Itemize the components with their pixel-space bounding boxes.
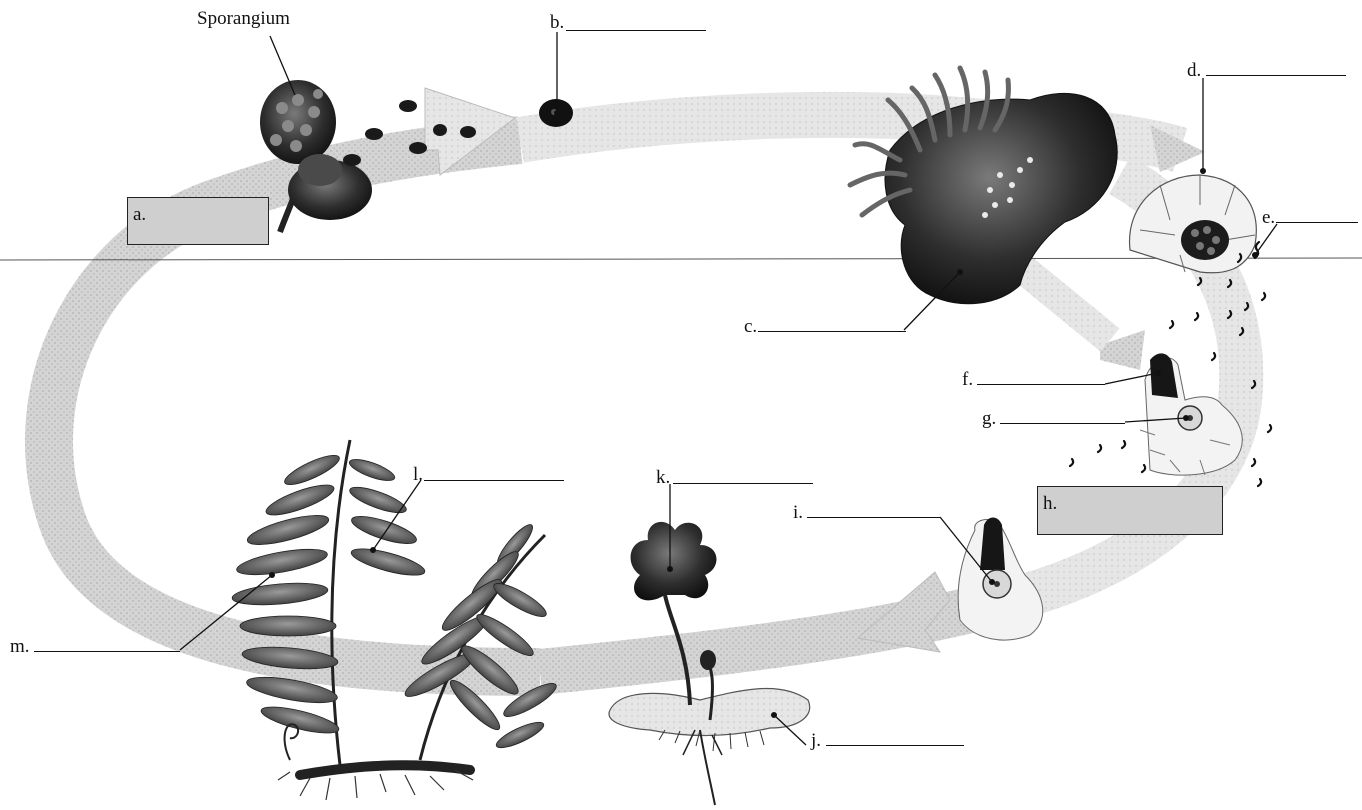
- blank-i: [807, 517, 941, 518]
- blank-d: [1206, 75, 1346, 76]
- label-c: c.: [744, 316, 757, 338]
- sporangium-label: Sporangium: [197, 8, 290, 30]
- blank-m: [34, 651, 180, 652]
- blank-k: [673, 483, 813, 484]
- label-b: b.: [550, 12, 564, 34]
- label-box-a: a.: [127, 197, 269, 245]
- blank-l: [424, 480, 564, 481]
- blank-c: [758, 331, 906, 332]
- mature-fern-illustration: [231, 440, 560, 800]
- label-box-h: h.: [1037, 486, 1223, 535]
- gametophyte-illustration: [850, 68, 1117, 304]
- blank-j: [826, 745, 964, 746]
- label-i: i.: [793, 502, 803, 524]
- label-f: f.: [962, 369, 973, 391]
- label-h: h.: [1043, 493, 1057, 515]
- label-j: j.: [811, 730, 821, 752]
- label-e: e.: [1262, 207, 1275, 229]
- label-d: d.: [1187, 60, 1201, 82]
- label-g: g.: [982, 408, 996, 430]
- blank-b: [566, 30, 706, 31]
- blank-e: [1276, 222, 1358, 223]
- blank-g: [1000, 423, 1125, 424]
- label-k: k.: [656, 467, 670, 489]
- label-l: l.: [413, 464, 423, 486]
- label-m: m.: [10, 636, 30, 658]
- blank-f: [977, 384, 1105, 385]
- label-a: a.: [133, 204, 146, 226]
